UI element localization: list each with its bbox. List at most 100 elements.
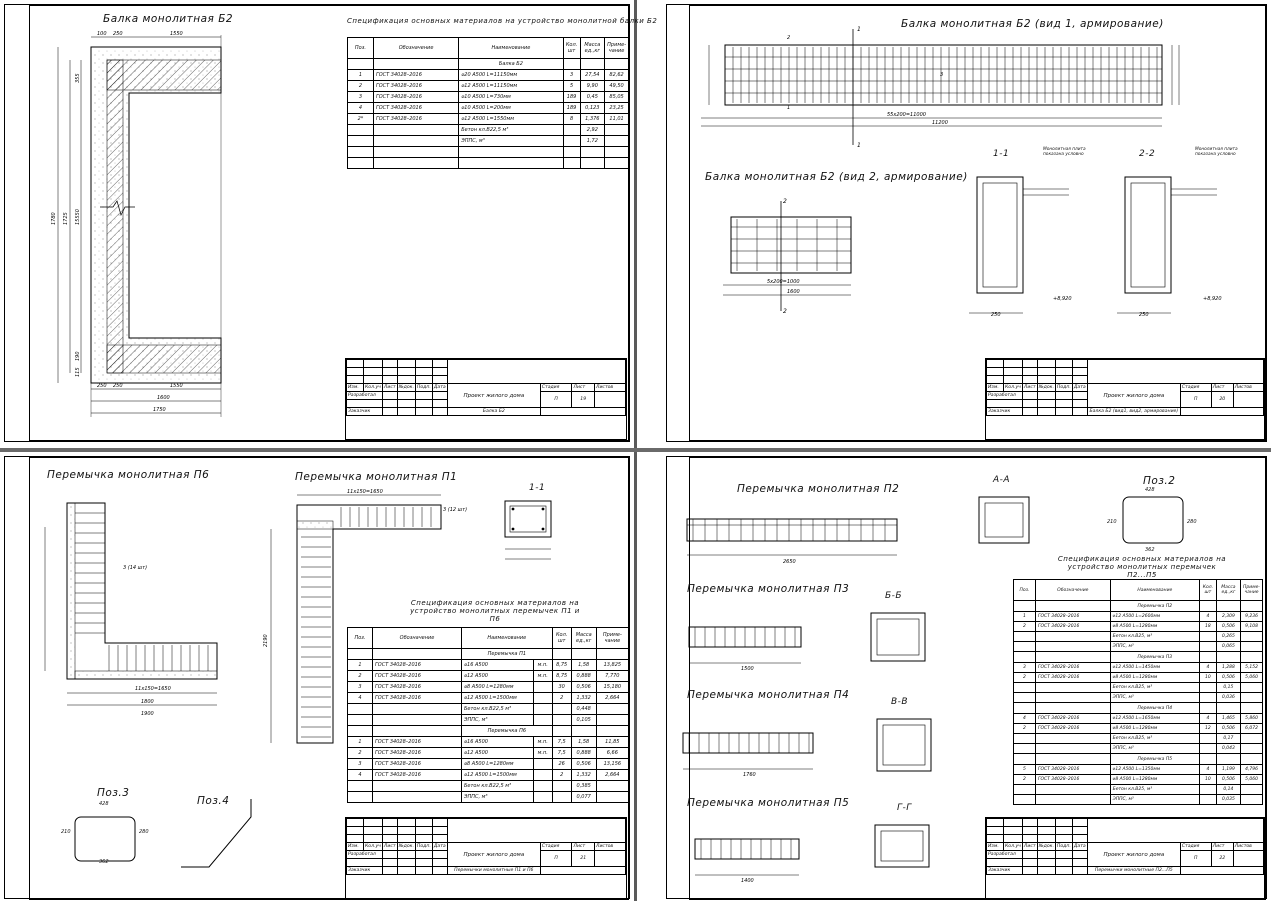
stamp-cell [1021,391,1038,400]
stamp-cell: 20 [1210,391,1234,408]
spec-table: Поз. Обозначение Наименование Кол. шт Ма… [1013,579,1263,805]
dim-top-2: 250 [113,31,123,37]
dim-left-4: 355 [75,73,81,83]
stamp-cell [396,834,416,843]
spec-cell: 8,75 [551,670,572,682]
stamp-cell: Подп. [414,383,433,392]
stamp-cell [1021,407,1038,416]
stamp-cell [414,834,433,843]
stamp-cell [431,850,448,859]
spec-cell: ⌀12 А500 [461,670,534,682]
spec-cell [1199,682,1217,693]
stamp-cell [1054,399,1073,408]
stamp-cell [1021,850,1038,859]
lintels-p6-p1-drawing: 11x150=1650 1800 1900 3 (14 шт) 11x150=1… [44,489,467,744]
spec-cell: ГОСТ 34028–2016 [372,80,460,92]
sheet-20: Балка монолитная Б2 (вид 1, армирование)… [666,4,1267,442]
stamp-cell [414,850,433,859]
section-aa-label: А-А [993,475,1011,485]
stamp-cell [1021,858,1038,867]
dim-v2-inner: 5x200=1000 [767,279,800,285]
stamp-cell [1086,818,1265,843]
col-note: Приме- чание [595,627,630,649]
spec-cell: 4 [347,692,373,704]
spec-cell: 1 [1013,611,1036,622]
stamp-cell [396,399,416,408]
spec-cell: 189 [562,102,581,114]
spec-cell [372,714,462,726]
spec-cell: 1,288 [1215,662,1242,673]
stamp-cell: Дата [1071,842,1088,851]
stamp-cell [1071,826,1088,835]
spec-cell: ЭППС, м³ [461,791,534,803]
poz3-dim-a: 428 [99,801,109,807]
spec-cell [372,791,462,803]
spec-cell [1240,692,1263,703]
spec-cell: Перемычка П2 [1109,600,1201,612]
stamp-cell: Лист [571,842,595,851]
spec-cell [1240,733,1263,744]
stamp-cell: №док. [396,383,416,392]
stamp-cell: Кол.уч [363,383,383,392]
stamp-cell: Дата [431,383,448,392]
section-p1-drawing [504,500,552,560]
stamp-cell: №док. [1036,383,1056,392]
spec-title: Спецификация основных материалов на устр… [410,599,580,623]
stamp-cell [1003,359,1023,368]
dim-left-2: 1725 [63,212,69,225]
sheet-inner-frame [689,5,1266,441]
cut-mark-1-bottom: 1 [857,142,861,149]
stamp-cell: №док. [1036,842,1056,851]
spec-cell: 0,448 [570,703,597,715]
spec-cell: ЭППС, м³ [1109,794,1201,805]
stamp-cell: 22 [1210,850,1234,867]
spec-cell: 6,072 [1240,723,1263,734]
drawing-title-p3: Перемычка монолитная П3 [687,583,850,595]
stamp-cell [346,359,364,368]
spec-cell [551,714,572,726]
spec-cell: ГОСТ 34028–2016 [372,91,460,103]
stamp-cell [1071,375,1088,384]
stamp-cell [986,367,1004,376]
col-designation: Обозначение [1034,579,1111,601]
stamp-cell [381,375,398,384]
stamp-cell [1054,367,1073,376]
spec-cell: ГОСТ 34028–2016 [372,758,462,770]
stamp-cell [1071,866,1088,875]
spec-cell: Перемычка П4 [1109,702,1201,714]
stamp-cell: Лист [1210,842,1234,851]
cut-mark-1-top: 1 [857,26,861,33]
spec-cell [1199,743,1217,754]
spec-cell: 2 [1013,621,1036,632]
sheet-19: Балка монолитная Б2 100 250 1550 1 [4,4,657,442]
spec-cell [1013,631,1036,642]
poz4-label: Поз.4 [197,795,230,807]
stamp-cell [414,375,433,384]
stamp-cell [1054,834,1073,843]
spec-cell: 0,888 [570,747,597,759]
spec-section-row: Перемычка П1 [347,648,630,660]
stamp-cell: Лист [381,842,398,851]
spec-cell: ГОСТ 34028–2016 [372,692,462,704]
spec-cell: Балка Б2 [458,58,564,70]
spec-cell [1240,794,1263,805]
spec-cell [1240,641,1263,652]
stamp-cell: №док. [396,842,416,851]
spec-cell: ⌀12 А500 L=11150мм [458,80,564,92]
dim-top-3: 1550 [170,31,183,37]
spec-cell: Бетон кл.В25, м³ [1109,682,1201,693]
stamp-cell [381,367,398,376]
spec-cell: ⌀12 А500 L=1350мм [1109,764,1201,775]
stamp-cell [346,826,364,835]
spec-cell: 2 [347,80,374,92]
stamp-cell [1036,818,1056,827]
spec-cell: 2 [1013,672,1036,683]
spec-cell: м.п. [532,670,553,682]
poz2-dim-c: 280 [1187,519,1197,525]
